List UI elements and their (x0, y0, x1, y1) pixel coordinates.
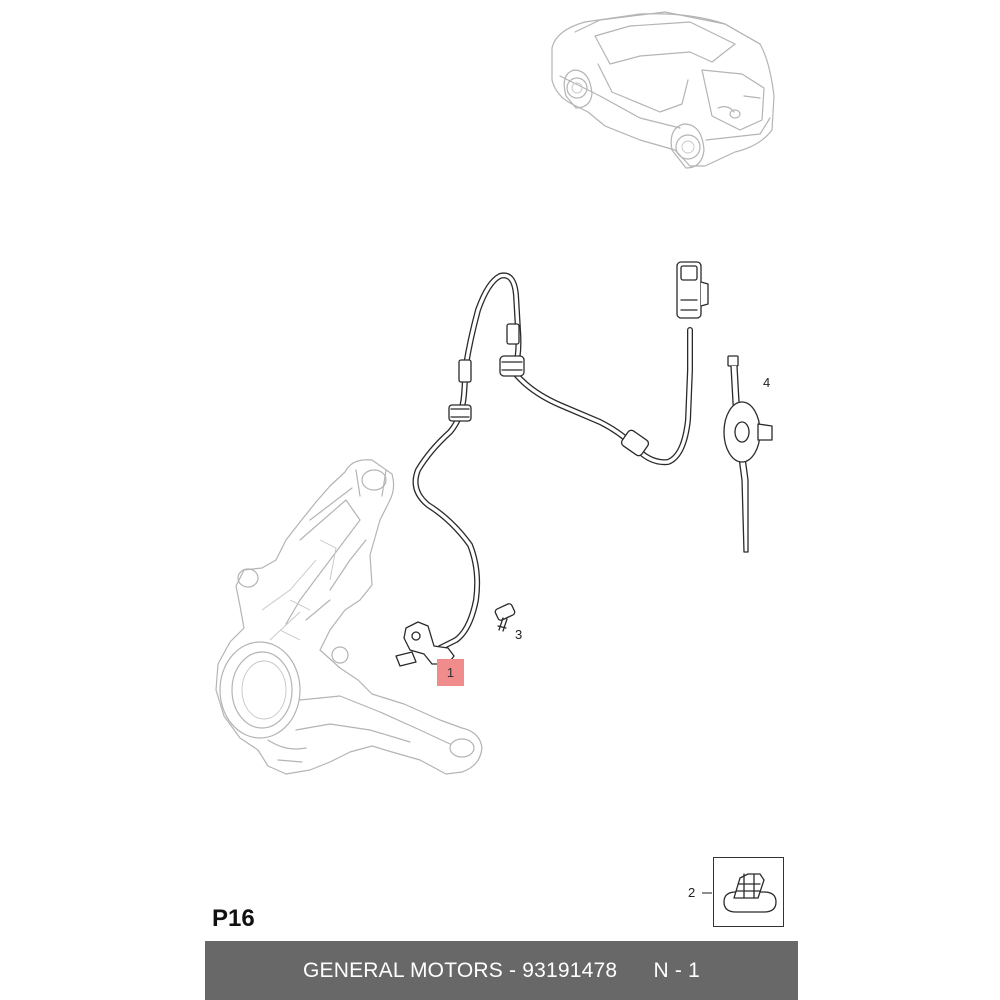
page-code-label: P16 (212, 905, 255, 932)
footer-separator: - (502, 958, 523, 982)
vehicle-thumbnail (551, 11, 775, 169)
clip-inset-box (713, 857, 784, 927)
callout-label-2: 2 (688, 885, 696, 900)
callout-label-1-highlighted[interactable]: 1 (437, 659, 464, 686)
bolt-part (494, 603, 516, 632)
cable-tie-clip-part (723, 355, 773, 553)
footer-text: GENERAL MOTORS - 93191478 N - 1 (303, 959, 700, 983)
callout-label-4: 4 (763, 375, 771, 390)
footer-part-number: 93191478 (522, 958, 618, 982)
wheel-speed-sensor-cable (395, 261, 709, 667)
footer-bar: GENERAL MOTORS - 93191478 N - 1 (205, 941, 798, 1000)
footer-quantity: N - 1 (653, 958, 701, 982)
steering-knuckle (215, 459, 483, 775)
clip-part-icon (723, 873, 777, 913)
footer-gap (617, 959, 653, 982)
footer-manufacturer: GENERAL MOTORS (302, 958, 503, 982)
callout-label-3: 3 (515, 627, 523, 642)
